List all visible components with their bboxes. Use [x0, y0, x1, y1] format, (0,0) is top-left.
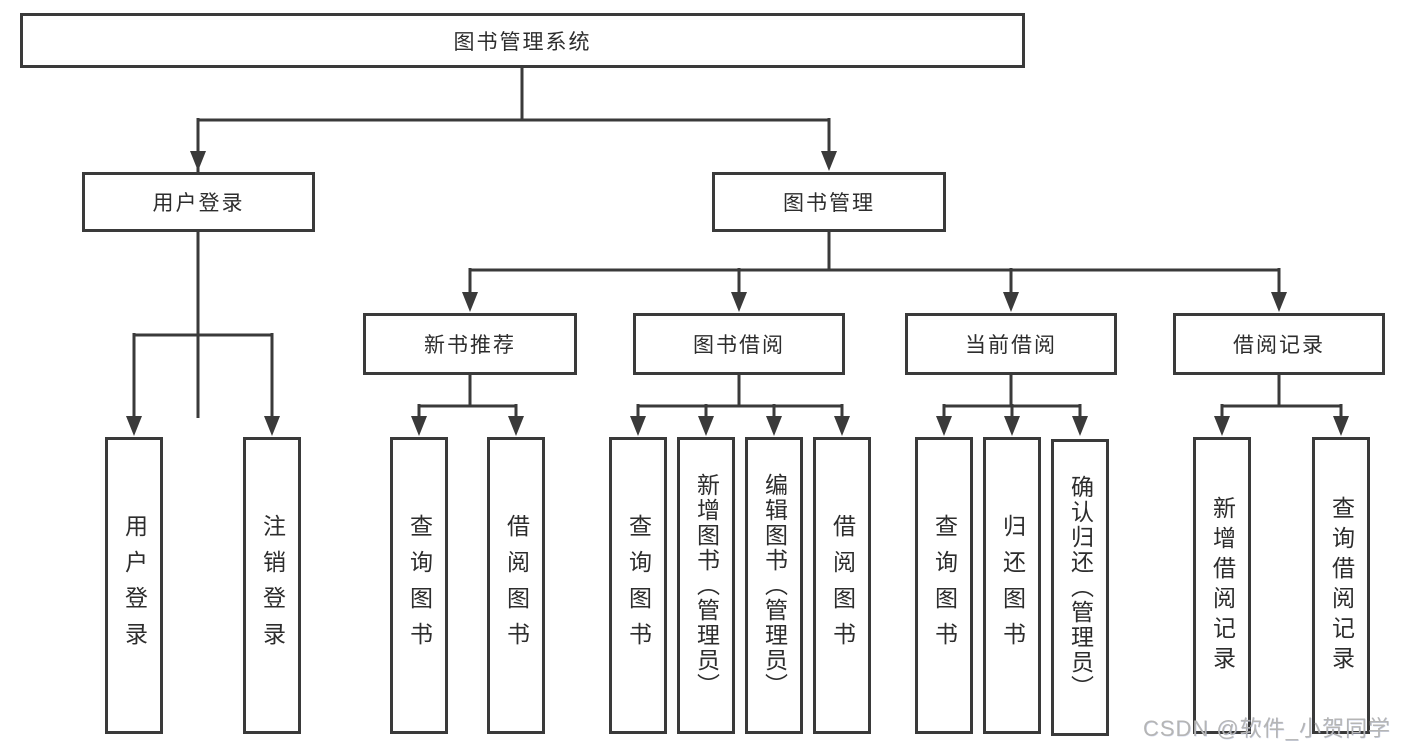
leaf-current-confirm-admin: 确认归还（管理员）	[1051, 439, 1109, 736]
arrowheads	[126, 151, 1349, 436]
leaf-borrow-query-label: 查询图书	[625, 513, 652, 658]
leaf-logout-label: 注销登录	[259, 513, 286, 658]
node-current-borrow: 当前借阅	[905, 313, 1117, 375]
node-new-book-recommend-label: 新书推荐	[424, 334, 516, 357]
leaf-borrow-borrow: 借阅图书	[813, 437, 871, 734]
leaf-current-return-label: 归还图书	[999, 513, 1026, 658]
node-current-borrow-label: 当前借阅	[965, 334, 1057, 357]
leaf-user-login-label: 用户登录	[121, 513, 148, 658]
node-borrow-record: 借阅记录	[1173, 313, 1385, 375]
leaf-newbook-borrow: 借阅图书	[487, 437, 545, 734]
leaf-borrow-query: 查询图书	[609, 437, 667, 734]
leaf-newbook-query-label: 查询图书	[406, 513, 433, 658]
leaf-newbook-query: 查询图书	[390, 437, 448, 734]
node-book-management-label: 图书管理	[783, 192, 875, 215]
node-user-login-label: 用户登录	[152, 192, 245, 215]
leaf-logout: 注销登录	[243, 437, 301, 734]
leaf-borrow-borrow-label: 借阅图书	[829, 513, 856, 658]
leaf-record-add-label: 新增借阅记录	[1209, 495, 1236, 676]
leaf-record-add: 新增借阅记录	[1193, 437, 1251, 734]
node-book-management: 图书管理	[712, 172, 946, 232]
leaf-newbook-borrow-label: 借阅图书	[503, 513, 530, 658]
node-root: 图书管理系统	[20, 13, 1025, 68]
leaf-current-query-label: 查询图书	[931, 513, 958, 658]
node-new-book-recommend: 新书推荐	[363, 313, 577, 375]
csdn-watermark: CSDN @软件_小贺同学	[1142, 716, 1391, 741]
leaf-current-query: 查询图书	[915, 437, 973, 734]
leaf-record-query-label: 查询借阅记录	[1328, 495, 1355, 676]
leaf-borrow-edit-admin: 编辑图书（管理员）	[745, 437, 803, 734]
node-book-borrow-label: 图书借阅	[693, 334, 785, 357]
node-root-label: 图书管理系统	[453, 30, 592, 54]
leaf-borrow-edit-admin-label: 编辑图书（管理员）	[761, 473, 788, 698]
node-user-login: 用户登录	[82, 172, 315, 232]
leaf-user-login: 用户登录	[105, 437, 163, 734]
node-book-borrow: 图书借阅	[633, 313, 845, 375]
leaf-borrow-add-admin-label: 新增图书（管理员）	[693, 473, 720, 698]
leaf-current-return: 归还图书	[983, 437, 1041, 734]
leaf-record-query: 查询借阅记录	[1312, 437, 1370, 734]
node-borrow-record-label: 借阅记录	[1233, 334, 1325, 357]
leaf-borrow-add-admin: 新增图书（管理员）	[677, 437, 735, 734]
leaf-current-confirm-admin-label: 确认归还（管理员）	[1067, 475, 1094, 700]
